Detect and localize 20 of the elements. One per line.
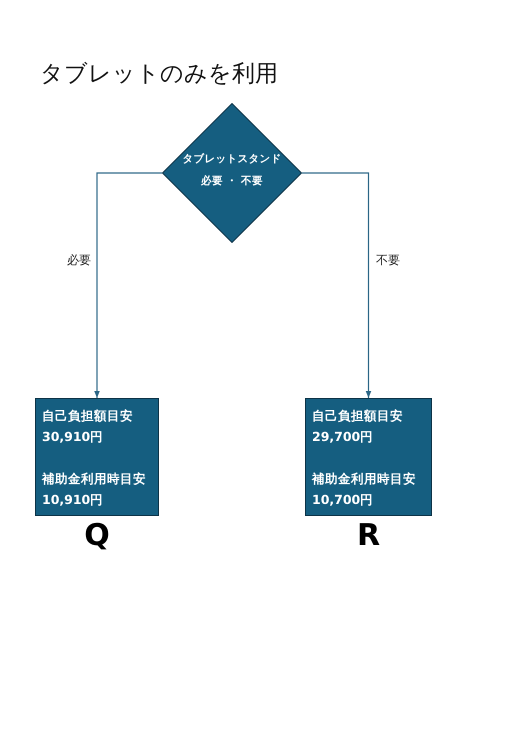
decision-text: 必要 ・ 不要 [200,174,264,188]
amount-label: 補助金利用時目安 [312,470,417,488]
diagram-title: タブレットのみを利用 [40,60,278,89]
decision-diamond [162,103,302,243]
edge-label: 不要 [376,252,400,269]
decision-text: タブレットスタンド [182,152,282,166]
amount-label: 自己負担額目安 [312,407,404,425]
amount-label: 補助金利用時目安 [42,470,147,488]
option-letter: R [356,518,382,553]
amount-value: 29,700円 [312,428,374,446]
amount-value: 10,910円 [42,491,104,509]
result-box [305,398,432,516]
connector-arrow [302,172,372,398]
option-letter: Q [83,518,111,553]
amount-label: 自己負担額目安 [42,407,134,425]
edge-label: 必要 [67,252,91,269]
result-box [35,398,159,516]
connector-arrow [94,172,162,398]
amount-value: 30,910円 [42,428,104,446]
amount-value: 10,700円 [312,491,374,509]
